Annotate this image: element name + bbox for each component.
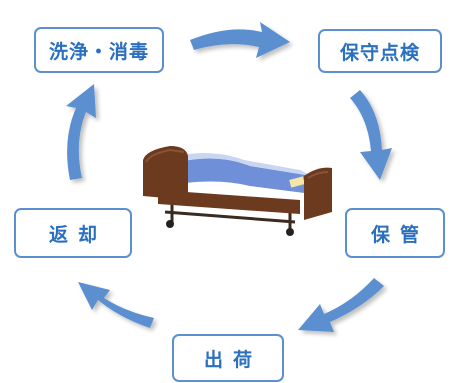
step-maint-label: 保守点検 [339,41,420,64]
step-wash-label: 洗浄・消毒 [48,40,149,63]
step-return: 返却 [14,208,132,258]
step-shipping: 出荷 [172,334,284,382]
step-maintenance-inspection: 保守点検 [318,29,442,73]
arrow-maint-to-storage [350,90,392,180]
step-ship-label: 出荷 [203,348,262,371]
hospital-bed-icon [143,146,332,236]
step-wash-disinfect: 洗浄・消毒 [34,27,164,73]
arrow-ship-to-return [78,282,154,328]
arrow-wash-to-maint [190,22,290,58]
step-return-label: 返却 [48,223,107,246]
arrow-return-to-wash [66,84,96,180]
step-storage: 保管 [345,208,445,258]
step-storage-label: 保管 [370,223,429,246]
arrow-storage-to-ship [298,278,384,332]
